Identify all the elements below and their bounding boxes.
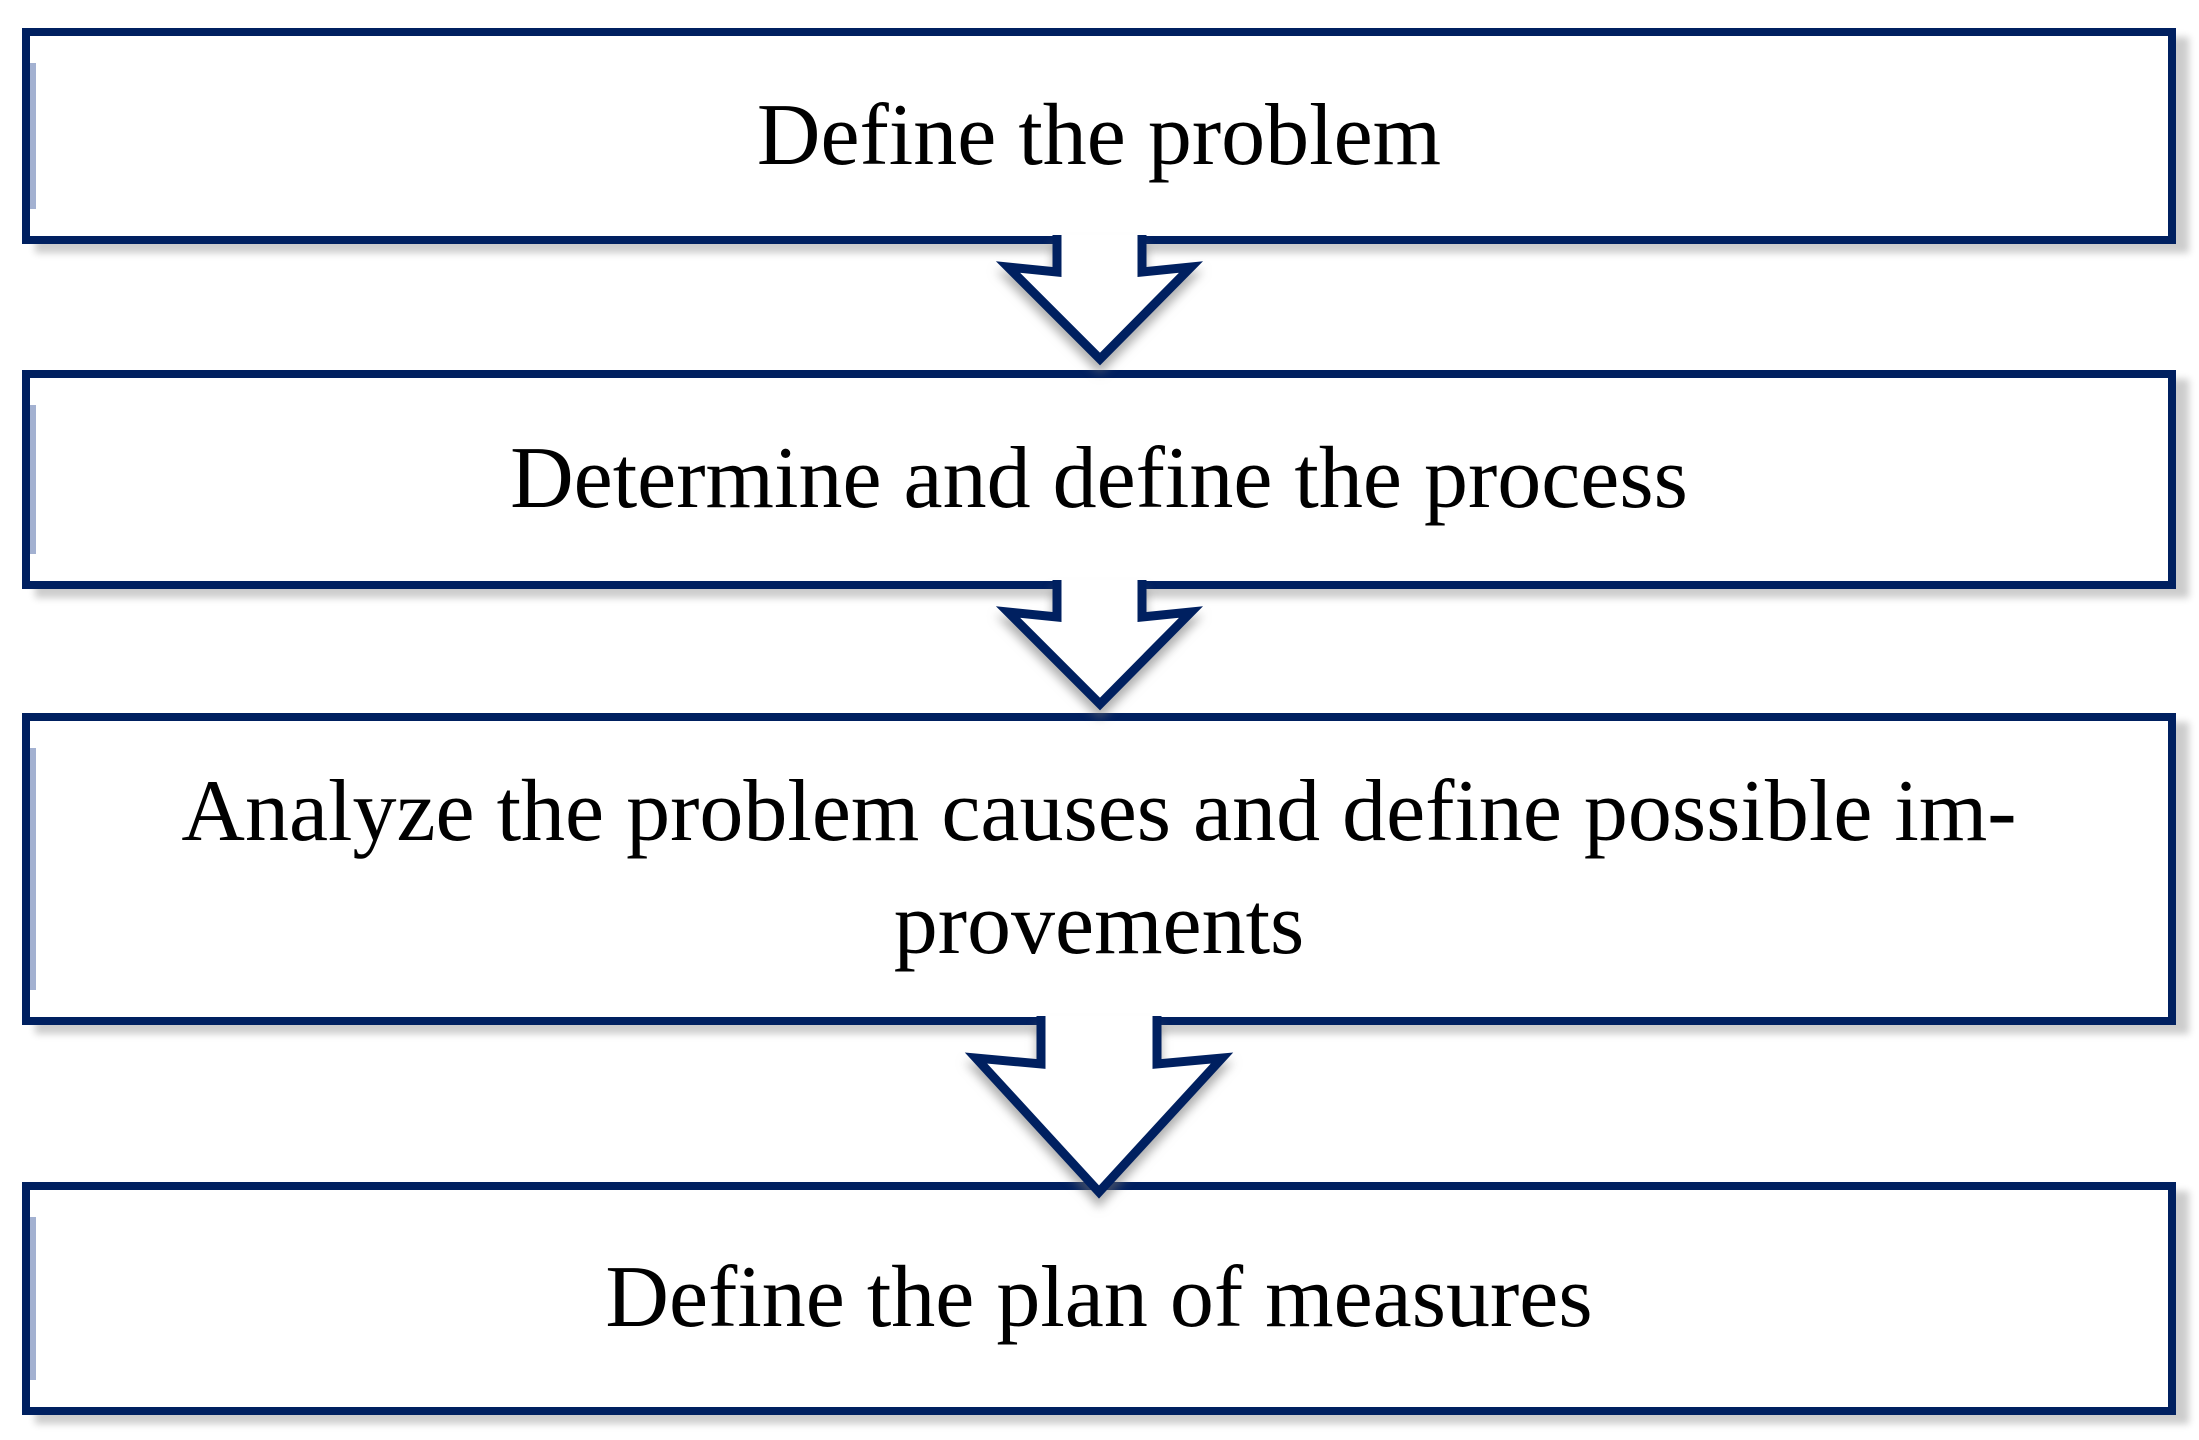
down-arrow-icon-1	[995, 235, 1204, 366]
down-arrow-icon-2	[995, 580, 1204, 711]
flow-step-label: Determine and define the process	[510, 430, 1688, 528]
down-arrow-icon-3	[964, 1016, 1234, 1199]
flow-step-label-line-2: provements	[893, 876, 1305, 973]
flow-step-label-line-1: Analyze the problem causes and define po…	[181, 763, 2017, 861]
flow-step-plan-measures: Define the plan of measures	[22, 1182, 2176, 1415]
flow-step-determine-process: Determine and define the process	[22, 370, 2176, 589]
flow-step-label: Define the plan of measures	[605, 1249, 1593, 1347]
flow-step-define-problem: Define the problem	[22, 28, 2176, 244]
flow-step-label: Define the problem	[756, 86, 1442, 184]
flow-step-analyze-causes: Analyze the problem causes and define po…	[22, 713, 2176, 1025]
